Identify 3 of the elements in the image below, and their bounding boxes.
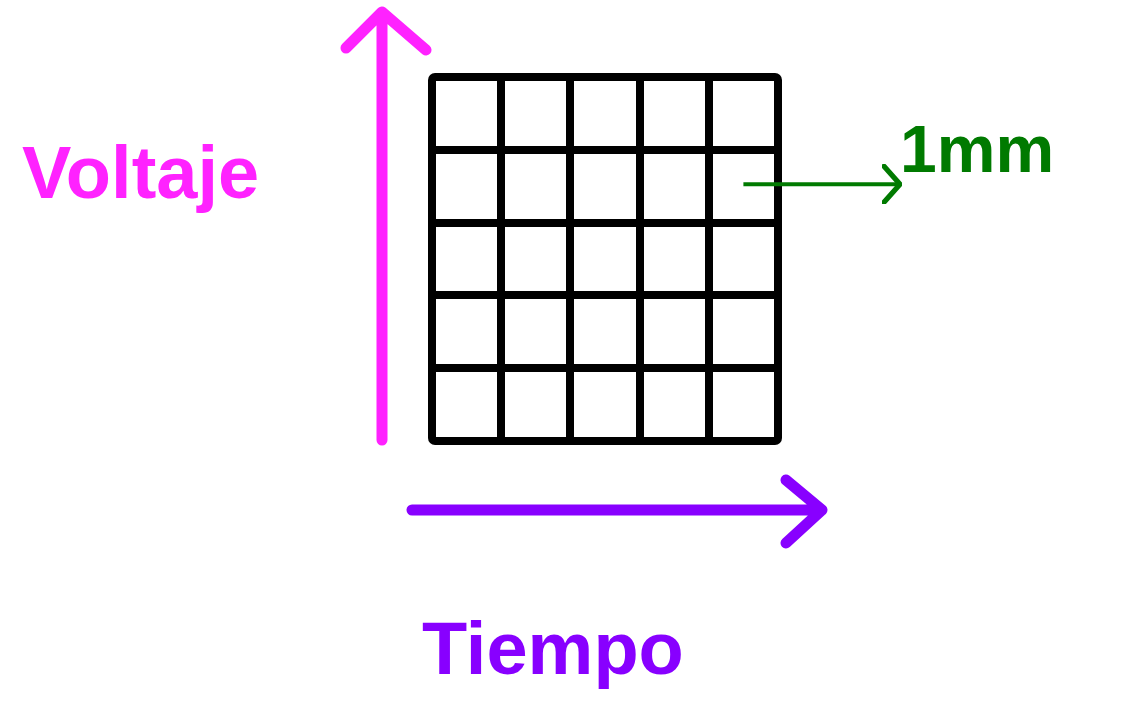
measurement-label: 1mm	[900, 116, 1115, 188]
leader-arrow	[743, 163, 903, 205]
grid-cell	[712, 153, 774, 219]
